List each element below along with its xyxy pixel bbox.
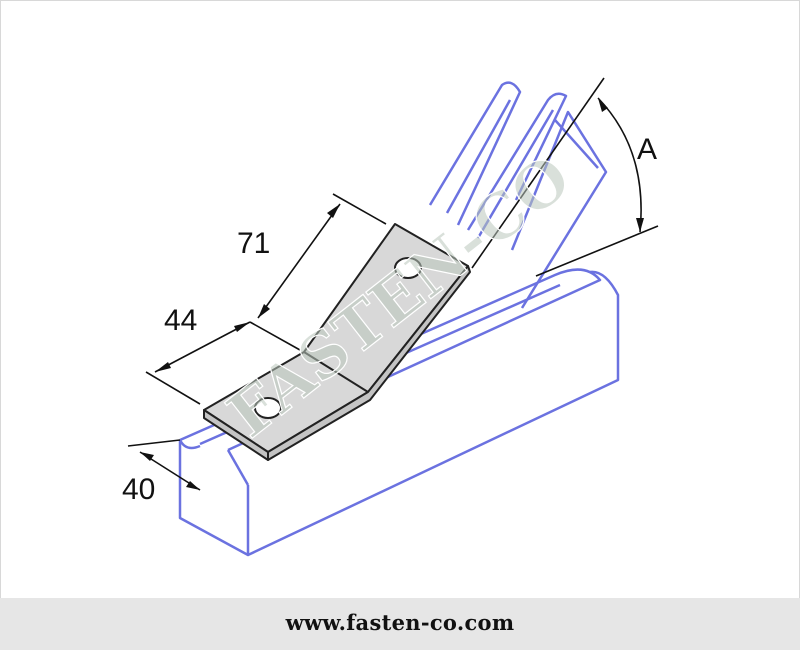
footer-website-url: www.fasten-co.com (285, 610, 515, 635)
bracket-plate (203, 223, 471, 461)
bracket-diagram: 71 44 40 A FASTEN-CO (122, 77, 659, 557)
dimension-44-label: 44 (164, 304, 197, 337)
dimension-lines (127, 77, 659, 491)
footer-band (0, 598, 800, 650)
dimension-arrowheads (140, 98, 644, 490)
angled-channel (428, 81, 608, 309)
dimension-71-label: 71 (237, 227, 270, 260)
angle-a-label: A (637, 133, 657, 166)
dimension-40-label: 40 (122, 473, 155, 506)
